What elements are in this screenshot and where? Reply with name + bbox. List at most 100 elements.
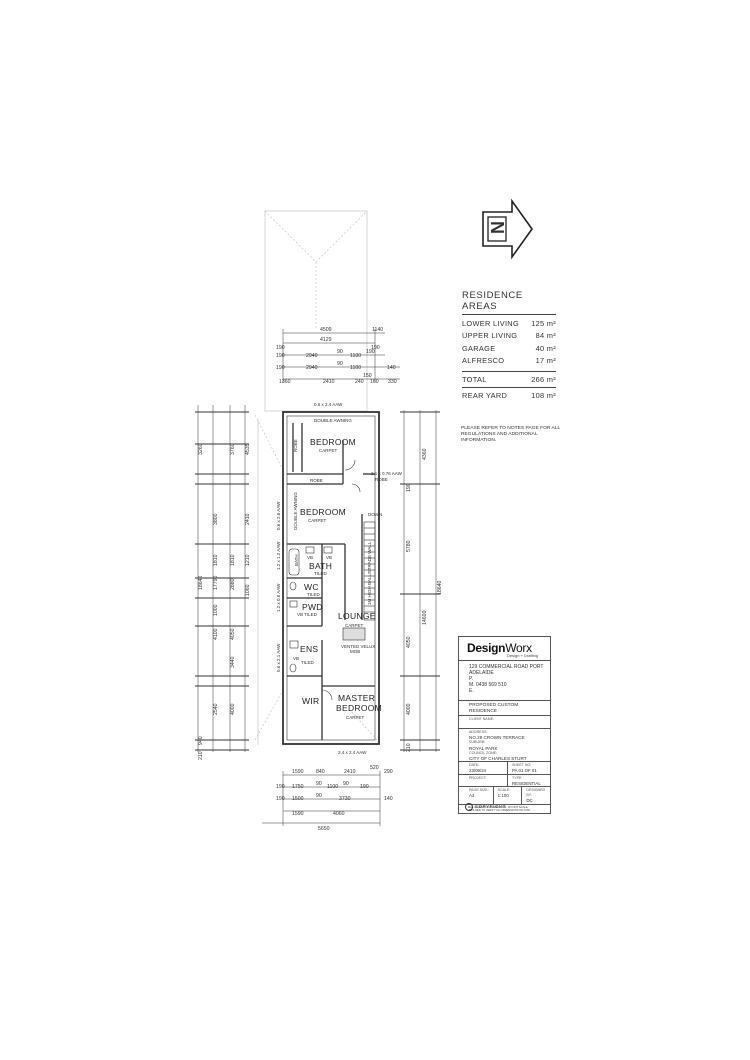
- dim-label: 14600: [422, 610, 428, 625]
- dim-label: 4535: [245, 443, 251, 455]
- room-floor: VB TILED: [297, 612, 318, 617]
- dim-label: 190: [276, 353, 285, 359]
- dim-label: 2410: [245, 513, 251, 525]
- room-floor: CARPET: [319, 448, 338, 453]
- brand-tagline: Design + Drafting: [507, 653, 539, 658]
- right-dimensions: 4360 5780 18640 14600 4050 4000 210 190: [406, 448, 443, 752]
- client-cell: CLIENT NAME:: [459, 716, 550, 729]
- client-label: CLIENT NAME:: [469, 717, 495, 721]
- area-label: REAR YARD: [462, 391, 508, 401]
- window-label: ROBE: [375, 477, 388, 482]
- areas-title: RESIDENCE AREAS: [462, 290, 556, 315]
- room-name: PWD: [302, 602, 323, 612]
- dim-label: 4509: [320, 327, 332, 333]
- project-cell: PROJECT:: [459, 775, 507, 786]
- council-label: COUNCIL ZONE:: [469, 750, 498, 755]
- dim-label: 1590: [292, 811, 304, 817]
- dimension-lines: [197, 329, 437, 826]
- council-value: CITY OF CHARLES STURT: [469, 756, 527, 762]
- area-label: ALFRESCO: [462, 356, 505, 366]
- brand-name: DesignWorx: [467, 641, 550, 655]
- room-floor: TILED: [314, 571, 328, 576]
- type-value: RESIDENTIAL: [512, 780, 541, 786]
- notes-reference: PLEASE REFER TO NOTES PAGE FOR ALL REGUL…: [461, 426, 561, 443]
- window-label: 0.6 x 2.1 AAW: [276, 643, 281, 672]
- room-name: BATH: [309, 561, 332, 571]
- sheet-value: PA 01 OF 01: [512, 768, 537, 774]
- page-size-value: A3: [469, 793, 475, 799]
- staircase: [363, 521, 376, 621]
- dim-label: 1360: [279, 379, 291, 385]
- fixtures: [288, 459, 366, 701]
- page-scale-row: PAGE SIZE:A3 SCALE:1:100 DESIGNED BY:DC: [459, 787, 550, 805]
- date-label: DATE:: [469, 763, 480, 768]
- interior-walls: [287, 423, 375, 740]
- room-name: WIR: [302, 696, 319, 706]
- dim-label: 1500: [292, 796, 304, 802]
- room-name: ROBE: [310, 478, 323, 483]
- compass-letter: N: [488, 221, 508, 234]
- dim-label: 5780: [406, 540, 412, 552]
- dim-label: 4360: [422, 448, 428, 460]
- dim-label: 90: [316, 793, 322, 799]
- window-label: 2.1 x 0.76 AAW: [371, 471, 403, 476]
- north-arrow-icon: N: [482, 198, 533, 260]
- dim-label: 2940: [306, 353, 318, 359]
- room-name: BEDROOM: [310, 437, 356, 447]
- dim-label: 1000: [213, 604, 219, 616]
- room-name: BEDROOM: [300, 507, 346, 517]
- dim-label: 1810: [230, 554, 236, 566]
- area-label: LOWER LIVING: [462, 319, 519, 328]
- dim-label: 1100: [350, 365, 361, 371]
- balustrade-label: 1M HIGH BALUSTRADE WALL: [367, 541, 372, 605]
- dim-label: 1100: [350, 353, 361, 359]
- dim-label: 190: [366, 349, 375, 355]
- room-fixture: VB: [326, 555, 332, 560]
- dim-label: 1060: [245, 584, 251, 596]
- project-line: PROPOSED CUSTOM: [469, 703, 519, 708]
- site-address-label: ADDRESS:: [469, 730, 488, 734]
- roof-outline: [254, 210, 378, 745]
- dim-label: 90: [337, 349, 343, 355]
- dim-label: 3760: [230, 443, 236, 455]
- dim-label: 840: [316, 769, 325, 775]
- room-floor: CARPET: [308, 518, 327, 523]
- area-value: 266 m²: [531, 374, 556, 384]
- dim-label: 2410: [323, 379, 335, 385]
- window-label: 0.6 x 2.4 AAW: [314, 402, 343, 407]
- dim-label: 90: [343, 781, 349, 787]
- dim-label: 3730: [339, 796, 351, 802]
- brand-part-b: Worx: [505, 641, 532, 655]
- address-line: P.: [469, 676, 474, 682]
- area-value: 40 m²: [535, 343, 556, 353]
- dim-label: 210: [406, 743, 412, 752]
- page-size-label: PAGE SIZE:: [469, 788, 489, 793]
- project-title: PROPOSED CUSTOM RESIDENCE: [459, 701, 550, 716]
- area-label: UPPER LIVING: [462, 331, 518, 341]
- dim-label: 2880: [230, 578, 236, 590]
- dim-label: 140: [384, 796, 393, 802]
- dim-label: 190: [276, 365, 285, 371]
- address-line: M. 0438 569 510: [469, 682, 507, 688]
- dim-label: 940: [198, 736, 204, 745]
- dim-label: 90: [337, 361, 343, 367]
- copyright-text: COPYRIGHT: [475, 804, 506, 809]
- room-name: BEDROOM: [336, 703, 382, 713]
- dim-label: 4060: [333, 811, 345, 817]
- window-label: 1.2 x 1.2 AAW: [276, 541, 281, 570]
- dim-label: 18640: [198, 575, 204, 590]
- date-cell: DATE:23/09/24: [459, 762, 507, 773]
- dim-label: 1100: [327, 784, 338, 790]
- address-line: ADELAIDE: [469, 670, 494, 676]
- dim-label: 90: [316, 781, 322, 787]
- room-fixture: BATH: [294, 554, 299, 566]
- designer-cell: DESIGNED BY:DC: [521, 787, 550, 804]
- dim-label: 240: [355, 379, 364, 385]
- dim-label: 160: [370, 379, 379, 385]
- dim-label: 2410: [344, 769, 356, 775]
- dim-label: 4000: [230, 703, 236, 715]
- dim-label: 1140: [372, 327, 383, 333]
